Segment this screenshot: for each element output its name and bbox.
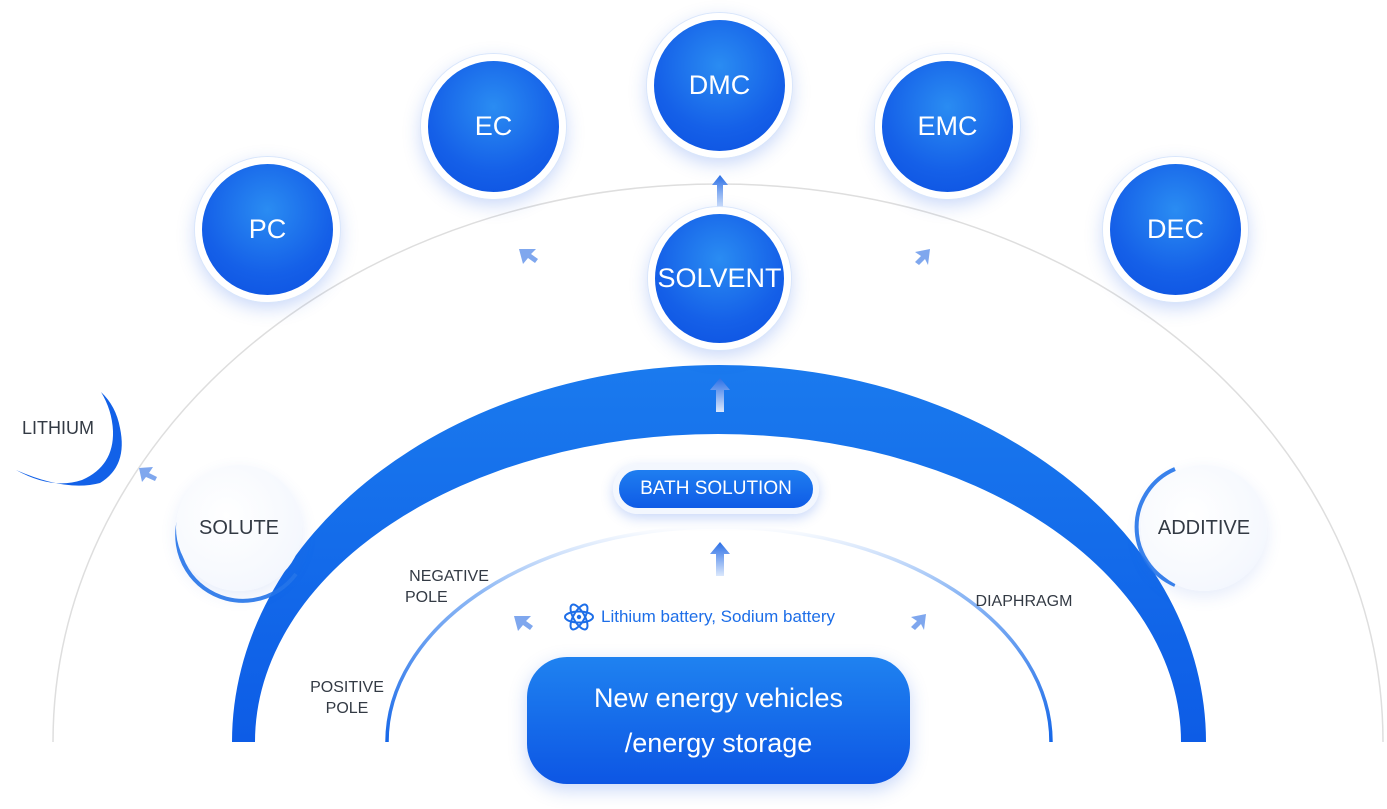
arrow-up-icon	[710, 542, 730, 576]
solvent-circle-dec: DEC	[1103, 157, 1248, 302]
solvent-center-circle: SOLVENT	[648, 207, 791, 350]
arrow-diagonal-icon	[915, 249, 930, 265]
solvent-label: EC	[474, 111, 513, 141]
solvent-circle-pc: PC	[195, 157, 340, 302]
application-pill: New energy vehicles /energy storage	[527, 657, 910, 784]
arrow-diagonal-icon	[514, 616, 533, 631]
blue-band	[232, 365, 1206, 742]
solvent-circle-ec: EC	[421, 54, 566, 199]
lithium-label: LITHIUM	[22, 418, 94, 438]
arrow-diagonal-icon	[139, 467, 157, 482]
negative-pole-line-2: POLE	[405, 589, 448, 606]
battery-types: Lithium battery, Sodium battery	[563, 600, 835, 634]
solvent-label: PC	[248, 214, 287, 244]
battery-types-text: Lithium battery, Sodium battery	[601, 607, 836, 626]
positive-pole-line-2: POLE	[325, 700, 369, 717]
additive-ring	[1134, 467, 1176, 587]
arrow-up-icon	[710, 378, 730, 412]
negative-pole-line-1: NEGATIVE	[409, 568, 489, 585]
additive-circle: ADDITIVE	[1141, 465, 1267, 591]
positive-pole-line-1: POSITIVE	[310, 679, 384, 696]
solvent-label: EMC	[917, 111, 978, 141]
solvent-label: DMC	[688, 70, 751, 100]
arrow-up-icon	[712, 175, 728, 209]
application-line-1: New energy vehicles	[593, 682, 844, 713]
arrow-diagonal-icon	[519, 249, 538, 264]
solute-circle: SOLUTE	[176, 465, 302, 591]
inner-arc	[385, 525, 1053, 743]
solvent-label: DEC	[1146, 214, 1204, 244]
additive-label: ADDITIVE	[1157, 516, 1251, 539]
bath-solution-label: BATH SOLUTION	[640, 478, 792, 499]
diaphragm-label: DIAPHRAGM	[975, 593, 1073, 610]
solute-label: SOLUTE	[198, 516, 280, 539]
solvent-circle-dmc: DMC	[647, 13, 792, 158]
positive-pole-label: POSITIVE POLE	[292, 677, 402, 719]
atom-icon	[564, 603, 594, 631]
application-line-2: /energy storage	[624, 727, 813, 758]
arrow-diagonal-icon	[911, 614, 926, 630]
negative-pole-label: NEGATIVE POLE	[392, 566, 506, 608]
bath-solution-pill: BATH SOLUTION	[613, 464, 819, 514]
solvent-center-label: SOLVENT	[657, 263, 782, 293]
solvent-circle-emc: EMC	[875, 54, 1020, 199]
